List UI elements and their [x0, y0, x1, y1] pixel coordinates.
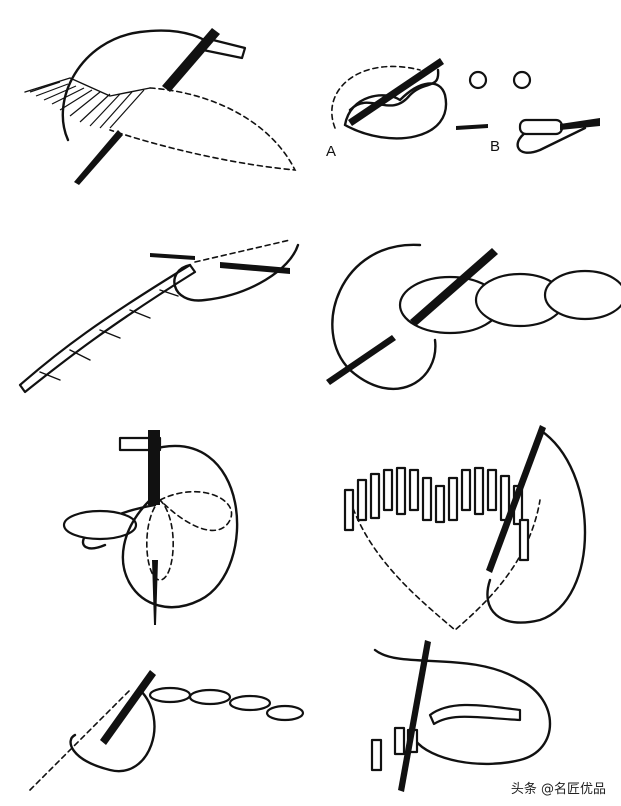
daisy-petal-solid	[62, 509, 138, 541]
needle-icon	[486, 425, 546, 573]
running-dashed	[29, 689, 131, 791]
daisy-petal-dashed-1	[146, 499, 174, 581]
needle-icon	[100, 670, 156, 745]
needle-left-icon	[150, 253, 195, 260]
running-chain-links	[148, 686, 305, 722]
watermark-text: 头条 @名匠优品	[507, 777, 609, 798]
needle-icon	[410, 248, 498, 326]
knot-thread-loop	[343, 82, 448, 140]
heart-stitches	[343, 466, 530, 562]
panel-stem-stitch	[18, 239, 300, 394]
leaf-outline-dashed	[109, 87, 297, 171]
needle-tip-icon	[152, 560, 158, 625]
leaf-hatch	[29, 81, 145, 129]
satin-thread-loop	[61, 29, 217, 142]
panel-couching-stitch	[370, 640, 552, 792]
knot-dot-2	[512, 70, 532, 90]
panel-chain-stitch	[326, 243, 621, 390]
couching-thread-loop	[373, 648, 552, 766]
panel-satin-stitch	[24, 28, 297, 185]
needle-icon	[162, 28, 220, 92]
needle-icon	[348, 58, 444, 126]
panel-lazy-daisy-stitch	[62, 430, 239, 625]
knot-dot-1	[468, 70, 488, 90]
daisy-outer-loop	[121, 445, 239, 609]
b-knot-coil	[518, 118, 564, 136]
panel-running-chain-stitch	[29, 670, 305, 791]
label-b: B	[490, 138, 501, 155]
label-a: A	[326, 143, 337, 160]
chain-big-loop	[331, 243, 437, 390]
needle-icon	[398, 640, 431, 792]
knot-wrap	[348, 68, 440, 112]
stem-loop	[173, 243, 300, 302]
needle-icon	[148, 430, 160, 505]
chain-link-3	[543, 269, 621, 321]
stem-rope	[18, 263, 197, 394]
panel-french-knot	[331, 58, 600, 154]
daisy-petal-dashed-2	[159, 490, 233, 532]
stem-dashed	[194, 239, 291, 263]
needle-bottom-icon	[326, 335, 396, 385]
panel-long-short-stitch	[343, 425, 587, 632]
small-needle-icon	[456, 124, 488, 130]
needle-icon	[220, 262, 290, 274]
running-thread-loop	[69, 688, 156, 773]
stem-twists	[39, 289, 179, 381]
leaf-hatch-edge	[24, 77, 151, 97]
wrap-path-dashed	[331, 65, 421, 129]
b-needle-icon	[560, 118, 600, 130]
needle-tip-icon	[74, 130, 123, 185]
couching-twist	[428, 703, 522, 726]
heart-thread	[486, 428, 587, 624]
